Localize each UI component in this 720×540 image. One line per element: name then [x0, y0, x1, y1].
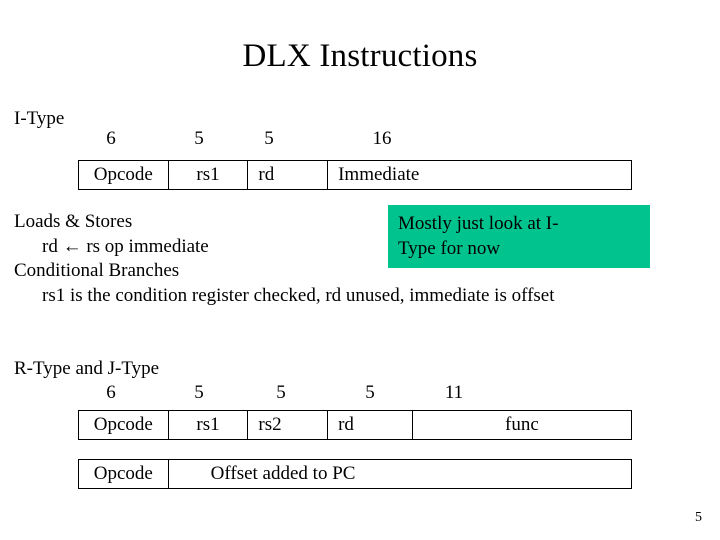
itype-bitwidth-1: 5 [194, 128, 204, 149]
itype-field-rd: rd [248, 161, 329, 189]
rjtype-bitwidth-3: 5 [365, 382, 375, 403]
rjtype-bitwidth-2: 5 [276, 382, 286, 403]
itype-bitwidth-3: 16 [372, 128, 392, 149]
itype-field-opcode: Opcode [79, 161, 169, 189]
notes-block: Loads & Stores rd ← rs op immediate Cond… [14, 210, 714, 308]
itype-field-immediate: Immediate [338, 164, 420, 185]
itype-bitwidth-2: 5 [264, 128, 274, 149]
rtype-field-opcode: Opcode [79, 411, 169, 439]
callout-line-1: Mostly just look at I- [398, 213, 559, 234]
section-label-itype: I-Type [14, 108, 65, 129]
itype-bitwidth-0: 6 [106, 128, 116, 149]
callout-box-itype-hint: Mostly just look at I- Type for now [388, 205, 650, 268]
itype-field-rs1: rs1 [169, 161, 249, 189]
rjtype-bitwidth-1: 5 [194, 382, 204, 403]
page-title: DLX Instructions [242, 38, 478, 74]
rjtype-bitwidth-row: 6 5 5 5 11 [0, 382, 720, 404]
section-label-rjtype: R-Type and J-Type [14, 358, 160, 379]
rtype-format-table: Opcode rs1 rs2 rd func [78, 410, 632, 440]
jtype-field-opcode: Opcode [79, 460, 169, 488]
notes-line-rs1-condition: rs1 is the condition register checked, r… [42, 284, 555, 306]
itype-bitwidth-row: 6 5 5 16 [0, 128, 720, 150]
rtype-field-rs2: rs2 [248, 411, 329, 439]
jtype-format-table: Opcode Offset added to PC [78, 459, 632, 489]
rjtype-bitwidth-4: 11 [444, 382, 464, 403]
page-number: 5 [695, 510, 702, 525]
notes-line-loads-stores: Loads & Stores [14, 211, 133, 232]
callout-line-2: Type for now [398, 238, 501, 259]
rtype-field-rs1: rs1 [169, 411, 249, 439]
rtype-field-rd: rd [328, 411, 413, 439]
rjtype-bitwidth-0: 6 [106, 382, 116, 403]
rtype-field-func: func [505, 414, 539, 435]
itype-format-table: Opcode rs1 rd Immediate [78, 160, 632, 190]
notes-line-rd-assign: rd ← rs op immediate [42, 235, 209, 257]
notes-line-conditional-branches: Conditional Branches [14, 260, 180, 281]
jtype-field-offset: Offset added to PC [210, 463, 356, 484]
